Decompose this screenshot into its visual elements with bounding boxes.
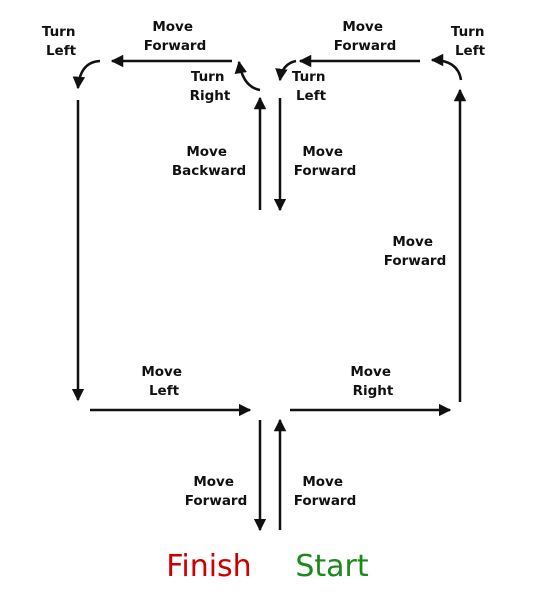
label-move-right: Move Right: [350, 364, 395, 399]
arrow-turn-right-top-center: [234, 60, 261, 92]
arrow-turn-left-top-left: [72, 59, 101, 90]
start-label: Start: [295, 549, 369, 584]
label-move-forward-bottom-left: Move Forward: [185, 474, 248, 509]
label-turn-right-top-center: Turn Right: [190, 69, 231, 104]
label-move-forward-right-side: Move Forward: [384, 234, 447, 269]
finish-label: Finish: [166, 549, 251, 584]
label-move-backward-center-up: Move Backward: [172, 144, 246, 179]
label-move-forward-top-right: Move Forward: [334, 19, 397, 54]
label-move-forward-center-down: Move Forward: [294, 144, 357, 179]
label-move-forward-top-left: Move Forward: [144, 19, 207, 54]
label-turn-left-top-right: Turn Left: [451, 24, 489, 59]
edges: [71, 53, 467, 532]
arrow-turn-left-top-center: [275, 59, 297, 82]
labels: Move Forward Move Forward Move Right Mov…: [42, 19, 489, 509]
label-move-left: Move Left: [141, 364, 186, 399]
label-turn-left-top-center: Turn Left: [292, 69, 330, 104]
label-turn-left-top-left: Turn Left: [42, 24, 80, 59]
label-move-forward-bottom-right: Move Forward: [294, 474, 357, 509]
arrow-turn-left-top-right: [430, 53, 463, 81]
